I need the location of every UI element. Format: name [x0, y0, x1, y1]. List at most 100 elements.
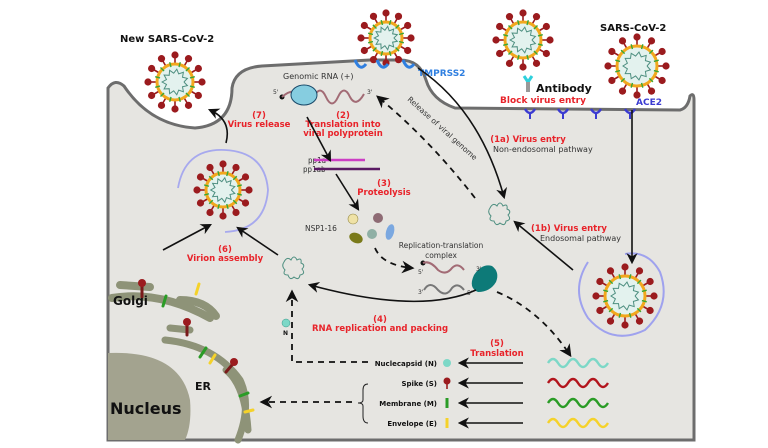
step-3-desc: Proteolysis [357, 188, 410, 198]
new-virus-label: New SARS-CoV-2 [120, 34, 214, 45]
spike-head [196, 173, 205, 181]
spike-head [621, 321, 629, 329]
spike-head [647, 87, 656, 95]
virion-genome [622, 51, 652, 81]
membrane-protein [537, 43, 543, 46]
arrows [162, 67, 638, 409]
spike-icon [443, 377, 451, 385]
spike-head [496, 49, 504, 58]
virion-tmprss2-bound [357, 9, 415, 67]
spike-head [606, 267, 615, 275]
ace2-receptors [523, 108, 637, 119]
step-5-number: (5) [490, 339, 504, 349]
membrane-icon [445, 398, 449, 408]
virion-genome [161, 68, 189, 96]
virions [144, 9, 670, 329]
step-1b-desc: Endosomal pathway [540, 234, 621, 243]
rep-ribosome-icon [471, 265, 498, 292]
membrane-protein [169, 96, 172, 102]
membrane-protein [526, 54, 529, 60]
membrane-protein [648, 77, 654, 83]
rep-3-prime: 3' [476, 266, 482, 273]
spike-head [206, 208, 214, 217]
organelle-spikes [138, 279, 238, 366]
membrane-protein [508, 50, 513, 55]
spike-head [144, 78, 152, 86]
five-prime-label: 5' [273, 89, 279, 96]
mrna-strand-3 [546, 417, 610, 429]
tmprss2-icon [353, 59, 368, 69]
step-2-desc2: viral polyprotein [303, 129, 383, 139]
membrane-protein [503, 34, 509, 37]
rep-5-prime: 5' [418, 269, 424, 276]
spike-head [621, 263, 629, 271]
endosome [578, 252, 665, 337]
assembly-vesicle [177, 149, 269, 233]
membrane-protein [615, 59, 621, 63]
step-1a-number: (1a) Virus entry [490, 135, 566, 145]
spike-head [171, 105, 179, 113]
membrane-protein [208, 175, 214, 181]
membrane-protein [388, 50, 392, 57]
spike-head [357, 34, 365, 42]
virion-endocytosed [592, 263, 658, 329]
rep-minus-strand [423, 284, 465, 295]
step-4-number: (4) [373, 315, 387, 325]
spike-head [608, 76, 616, 85]
spike-head [407, 34, 415, 42]
genomic-rna-label: Genomic RNA (+) [283, 72, 354, 81]
spike-head [232, 208, 240, 217]
tmprss2-icon [375, 59, 390, 69]
membrane-protein [608, 279, 614, 285]
step-4-desc: RNA replication and packing [312, 324, 448, 334]
spike-head [658, 76, 666, 85]
spike-head [519, 9, 527, 17]
legend-label-0: Nuclecapsid (N) [375, 360, 437, 368]
step-6-number: (6) [218, 245, 232, 255]
er-label: ER [195, 380, 212, 393]
spike-head [635, 317, 644, 325]
membrane-protein [640, 82, 644, 88]
packing-genome-icon [282, 256, 305, 280]
membrane-protein [226, 170, 229, 177]
spike-head [542, 49, 550, 58]
spike-head [592, 292, 600, 300]
virion-envelope [155, 62, 195, 102]
virion-envelope [204, 171, 242, 209]
membrane-protein [618, 274, 622, 280]
spike-head [618, 87, 627, 95]
nucleocapsid-small-icon [281, 318, 291, 328]
step-7-desc: Virus release [228, 120, 291, 130]
rep-complex-label-1: Replication-translation [399, 241, 484, 250]
membrane-protein [203, 193, 210, 196]
spike-head [496, 22, 504, 31]
membrane-protein [620, 77, 626, 83]
step-7-number: (7) [252, 111, 266, 121]
spike-head [646, 277, 654, 286]
step-5-desc: Translation [470, 349, 523, 359]
spike-head [519, 63, 527, 71]
membrane-protein [372, 47, 377, 52]
spike-head [148, 64, 156, 73]
spike-head [662, 62, 670, 70]
rep-5-prime-minus: 5' [467, 290, 473, 297]
nucleus-label: Nucleus [110, 399, 182, 418]
spike-head [650, 292, 658, 300]
step-3-number: (3) [377, 179, 391, 189]
spike-head [157, 101, 166, 109]
membrane-protein [533, 50, 538, 55]
spike-head [505, 59, 514, 67]
membrane-protein [380, 50, 384, 57]
spike-head [532, 13, 541, 21]
spike-head [635, 267, 644, 275]
spike-head [608, 47, 616, 56]
spike-head [184, 101, 193, 109]
spike-head [646, 306, 654, 315]
spike-head [241, 173, 250, 181]
membrane-protein [636, 279, 642, 285]
membrane-protein [208, 199, 214, 205]
spike-head [194, 91, 202, 100]
membrane-protein [185, 67, 190, 72]
released-genome-icon [488, 202, 511, 226]
